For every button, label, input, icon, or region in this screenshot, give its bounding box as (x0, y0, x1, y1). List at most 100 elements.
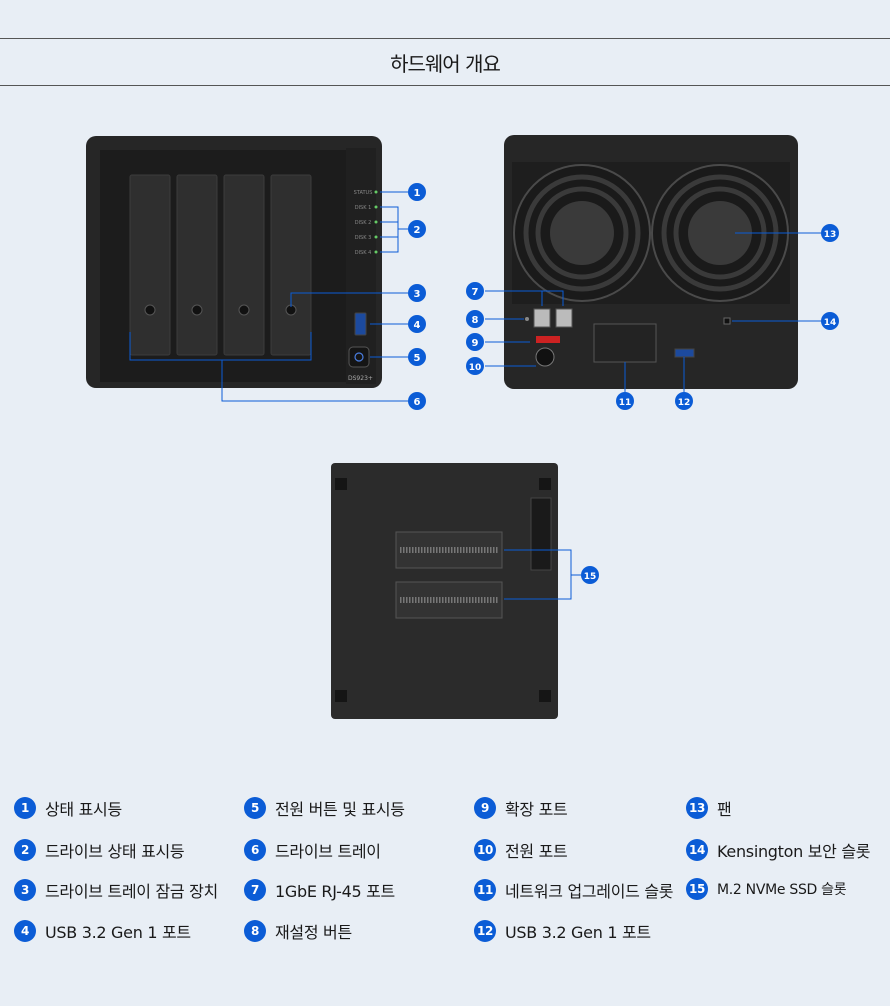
legend-label: USB 3.2 Gen 1 포트 (45, 923, 191, 942)
rj45-port (533, 308, 551, 328)
legend-item-13: 13 팬 (686, 796, 732, 820)
callout-badges: 1 2 3 4 5 6 7 8 9 10 11 12 13 14 15 (408, 183, 839, 584)
svg-text:9: 9 (472, 338, 479, 349)
legend-num: 4 (14, 920, 36, 942)
legend-label: 네트워크 업그레이드 슬롯 (505, 882, 674, 901)
legend-item-15: 15 M.2 NVMe SSD 슬롯 (686, 878, 847, 900)
legend-num: 13 (686, 797, 708, 819)
led-label-disk1: DISK 1 (355, 205, 372, 211)
legend-item-8: 8 재설정 버튼 (244, 919, 352, 943)
tray-lock (144, 304, 156, 316)
fan-right (651, 164, 789, 302)
model-label: DS923+ (348, 375, 373, 382)
legend-item-6: 6 드라이브 트레이 (244, 838, 381, 862)
callout-4: 4 (408, 315, 426, 333)
svg-text:3: 3 (414, 289, 421, 300)
led-label-disk2: DISK 2 (355, 220, 372, 226)
back-view (504, 135, 798, 389)
legend-num: 8 (244, 920, 266, 942)
fan-left (513, 164, 651, 302)
callout-10: 10 (466, 357, 484, 375)
rubber-foot (335, 690, 347, 702)
drive-trays (129, 174, 312, 356)
legend-label: Kensington 보안 슬롯 (717, 842, 871, 861)
bottom-vent (530, 497, 552, 571)
legend-num: 6 (244, 839, 266, 861)
page-title-text: 하드웨어 개요 (390, 51, 501, 76)
front-view: STATUS DISK 1 DISK 2 DISK 3 DISK 4 DS923… (86, 136, 382, 388)
rubber-foot (539, 690, 551, 702)
tray-lock (238, 304, 250, 316)
legend-label: 재설정 버튼 (275, 923, 352, 942)
svg-text:15: 15 (584, 572, 597, 582)
svg-text:7: 7 (472, 287, 479, 298)
drive-tray (176, 174, 218, 356)
callout-9: 9 (466, 333, 484, 351)
legend-item-14: 14 Kensington 보안 슬롯 (686, 838, 871, 862)
svg-text:10: 10 (469, 363, 482, 373)
led-disk (374, 220, 378, 224)
legend-label: M.2 NVMe SSD 슬롯 (717, 882, 847, 898)
svg-text:14: 14 (824, 318, 837, 328)
callout-7: 7 (466, 282, 484, 300)
legend-item-4: 4 USB 3.2 Gen 1 포트 (14, 919, 191, 943)
led-disk (374, 235, 378, 239)
callout-8: 8 (466, 310, 484, 328)
legend-label: 전원 버튼 및 표시등 (275, 800, 405, 819)
legend-item-10: 10 전원 포트 (474, 838, 568, 862)
callout-2: 2 (408, 220, 426, 238)
svg-text:5: 5 (414, 353, 421, 364)
legend-label: 드라이브 트레이 (275, 842, 381, 861)
led-label-disk4: DISK 4 (355, 250, 372, 256)
callout-3: 3 (408, 284, 426, 302)
legend-num: 15 (686, 878, 708, 900)
legend-num: 7 (244, 879, 266, 901)
drive-tray (223, 174, 265, 356)
legend-num: 1 (14, 797, 36, 819)
svg-text:11: 11 (619, 398, 632, 408)
callout-6: 6 (408, 392, 426, 410)
legend-num: 12 (474, 920, 496, 942)
network-upgrade-slot (593, 323, 657, 363)
rubber-foot (539, 478, 551, 490)
svg-text:6: 6 (414, 397, 421, 408)
legend-num: 14 (686, 839, 708, 861)
power-icon (354, 352, 364, 362)
legend-label: 전원 포트 (505, 842, 568, 861)
leader-lines (129, 191, 821, 600)
drive-tray (270, 174, 312, 356)
led-disk (374, 205, 378, 209)
svg-text:1: 1 (414, 188, 421, 199)
drive-tray (129, 174, 171, 356)
legend-item-7: 7 1GbE RJ-45 포트 (244, 878, 395, 902)
callout-1: 1 (408, 183, 426, 201)
legend-label: 드라이브 상태 표시등 (45, 842, 185, 861)
rubber-foot (335, 478, 347, 490)
callout-11: 11 (616, 392, 634, 410)
legend-label: 1GbE RJ-45 포트 (275, 882, 395, 901)
front-usb-port (354, 312, 367, 336)
power-button (348, 346, 370, 368)
back-usb-port (674, 348, 695, 358)
power-port (535, 347, 555, 367)
callout-14: 14 (821, 312, 839, 330)
legend-item-11: 11 네트워크 업그레이드 슬롯 (474, 878, 674, 902)
legend-num: 11 (474, 879, 496, 901)
reset-button (525, 317, 529, 321)
legend-label: 팬 (717, 800, 732, 819)
legend-num: 10 (474, 839, 496, 861)
svg-text:8: 8 (472, 315, 479, 326)
svg-text:2: 2 (414, 225, 421, 236)
callout-15: 15 (581, 566, 599, 584)
legend-num: 3 (14, 879, 36, 901)
tray-lock (191, 304, 203, 316)
callout-5: 5 (408, 348, 426, 366)
page-title: 하드웨어 개요 (0, 38, 890, 86)
